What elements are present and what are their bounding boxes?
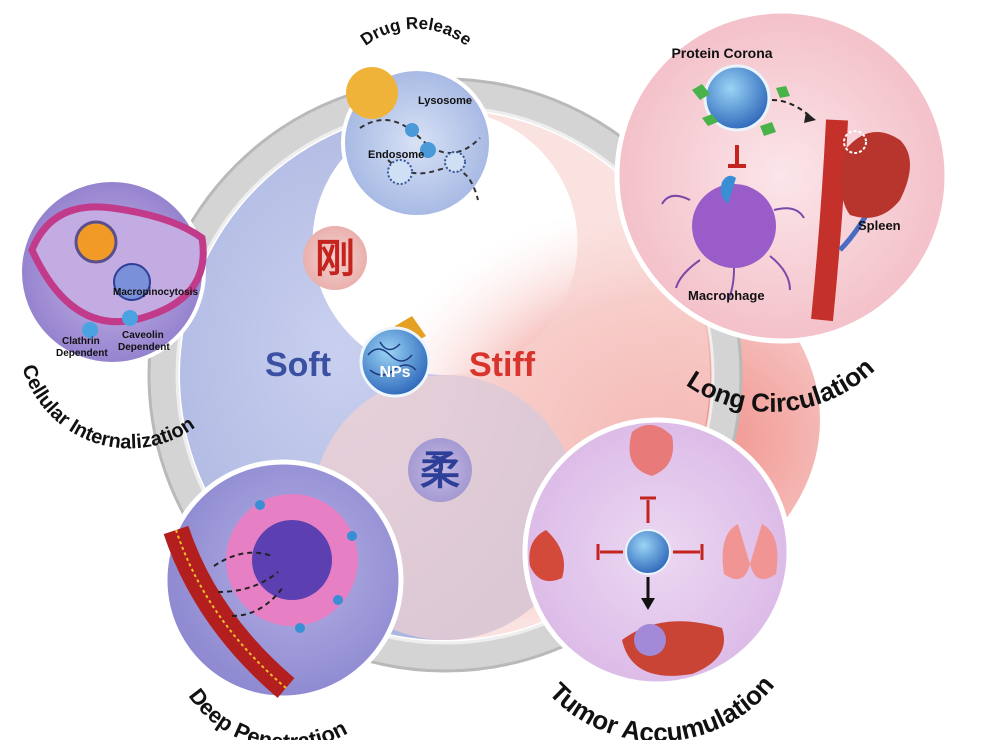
lysosome-dot xyxy=(405,123,419,137)
cell-membrane xyxy=(28,203,207,326)
accumulate-arrowhead xyxy=(641,598,655,610)
corona-proteins xyxy=(692,84,790,136)
spleen-label: Spleen xyxy=(858,218,901,233)
macrophage-label: Macrophage xyxy=(688,288,765,303)
stiff-glyph: 刚 xyxy=(315,235,355,282)
endosome-label: Endosome xyxy=(368,149,424,161)
drug-release-panel: Lysosome Endosome Drug Release xyxy=(341,14,493,219)
macropinosome xyxy=(113,263,151,301)
tumor-np xyxy=(625,529,671,575)
stiff-seal xyxy=(303,226,367,290)
deep-vessel-wall xyxy=(175,529,287,689)
penetrating-np-1 xyxy=(347,531,357,541)
nucleus-blob xyxy=(346,67,398,119)
penetration-paths xyxy=(213,551,285,617)
spleen-organ xyxy=(629,424,674,476)
stiff-label: Stiff xyxy=(469,346,536,384)
endosome-dot-2 xyxy=(444,151,466,173)
caveolin-label-1: Caveolin xyxy=(122,330,164,341)
np-mesh xyxy=(367,341,417,376)
soft-seal xyxy=(408,438,472,502)
clathrin-particle xyxy=(82,322,98,338)
release-path-2 xyxy=(387,159,479,201)
clathrin-label-2: Dependent xyxy=(56,348,108,359)
spleen-shape xyxy=(841,132,910,218)
internalized-particle xyxy=(74,220,118,264)
drug-release-title: Drug Release xyxy=(357,14,475,50)
caveolin-label-2: Dependent xyxy=(118,342,170,353)
penetrating-np-4 xyxy=(295,623,305,633)
macrophage-pseudopods xyxy=(661,194,805,301)
macropinocytosis-label: Macropinocytosis xyxy=(113,287,198,298)
penetrating-np-3 xyxy=(255,500,265,510)
penetrating-np-2 xyxy=(333,595,343,605)
tumor-accumulation-panel: Tumor Accumulation xyxy=(522,417,792,740)
soft-label: Soft xyxy=(265,346,331,384)
np-label: NPs xyxy=(379,364,410,381)
kidney-organ xyxy=(529,530,564,582)
vesicle-dot xyxy=(420,142,436,158)
macrophage-body xyxy=(692,184,776,268)
spleen-zoom xyxy=(843,130,867,154)
clathrin-label-1: Clathrin xyxy=(62,336,100,347)
circulation-arrowhead xyxy=(804,112,816,123)
np-sphere xyxy=(359,326,431,398)
soft-glyph: 柔 xyxy=(420,447,460,494)
caveolin-particle xyxy=(122,310,138,326)
release-path xyxy=(359,119,481,154)
engulfed-np xyxy=(720,175,736,204)
lung-organ xyxy=(722,524,778,580)
corona-np xyxy=(703,64,771,132)
tumor-core xyxy=(252,520,332,600)
lysosome-label: Lysosome xyxy=(418,95,472,107)
blood-vessel xyxy=(811,119,848,322)
endosome-dot xyxy=(387,159,413,185)
liver-tumor xyxy=(634,624,666,656)
deep-penetration-panel: Deep Penetration xyxy=(162,459,404,740)
protein-corona-label: Protein Corona xyxy=(671,45,772,61)
nanoparticle: NPs xyxy=(359,316,431,398)
